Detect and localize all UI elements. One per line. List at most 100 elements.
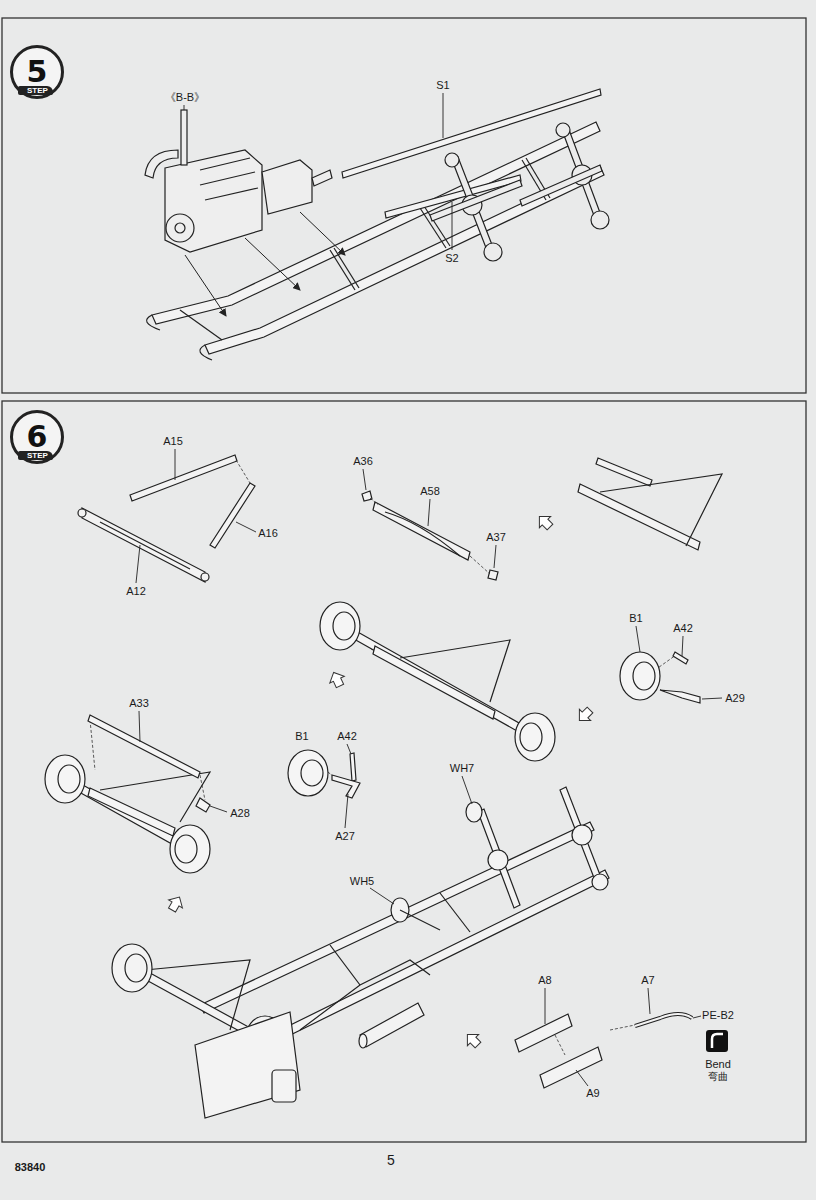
- bend-icon: [712, 1034, 723, 1048]
- part-label: A37: [485, 531, 507, 543]
- leader-line: [452, 202, 453, 250]
- leaf-spring: [100, 522, 190, 569]
- engine: [181, 110, 187, 165]
- chassis-assembled: [112, 787, 609, 1118]
- frame-chassis: [330, 250, 355, 290]
- leader-line: [462, 776, 472, 804]
- assembly-arrow: [300, 212, 345, 255]
- axle-assembly: [45, 755, 85, 803]
- engine: [200, 172, 255, 185]
- leader-line: [545, 988, 546, 1024]
- axle-assembly: [58, 765, 80, 793]
- leaf-spring: [596, 458, 652, 486]
- chassis-assembled: [359, 1034, 367, 1048]
- bend-icon: [706, 1030, 728, 1052]
- part-label: PE-B2: [701, 1009, 735, 1021]
- part-label: A7: [640, 974, 655, 986]
- muffler-parts: [515, 1014, 572, 1052]
- engine: [145, 150, 178, 178]
- open-arrow: [165, 893, 186, 914]
- part-label: S1: [435, 79, 450, 91]
- chassis-assembled: [440, 893, 470, 932]
- leaf-spring: [373, 502, 470, 560]
- dashed-guide: [555, 1035, 565, 1055]
- part-label: WH5: [349, 875, 375, 887]
- step-tag: STEP: [18, 451, 53, 460]
- leaf-spring: [488, 570, 498, 580]
- leader-line: [428, 499, 430, 526]
- chassis-assembled: [488, 850, 508, 870]
- chassis-assembled: [145, 960, 250, 1030]
- leaf-spring: [385, 512, 460, 556]
- leader-line: [693, 1016, 701, 1018]
- step-number: 5: [27, 57, 48, 87]
- leader-line: [175, 449, 176, 480]
- chassis-assembled: [272, 1070, 296, 1102]
- leader-line: [702, 698, 722, 699]
- axle-assembly: [288, 750, 328, 796]
- step-tag: STEP: [18, 86, 53, 95]
- axle-assembly: [175, 835, 197, 863]
- leader-line: [494, 545, 496, 568]
- open-arrow: [326, 669, 347, 689]
- leaf-spring: [210, 483, 255, 548]
- chassis-assembled: [572, 825, 592, 845]
- leader-line: [139, 711, 140, 742]
- leader-line: [636, 626, 640, 652]
- axle-assembly: [520, 723, 542, 751]
- frame-chassis: [152, 122, 600, 324]
- dashed-guide: [470, 556, 490, 574]
- chassis-assembled: [592, 874, 608, 890]
- chassis-assembled: [478, 809, 520, 908]
- open-arrow: [462, 1029, 484, 1051]
- step-number: 6: [27, 422, 48, 452]
- part-label: S2: [444, 252, 459, 264]
- step-badge: 6STEP: [10, 410, 70, 466]
- axle-assembly: [88, 715, 200, 778]
- part-label: A58: [419, 485, 441, 497]
- chassis-assembled: [200, 822, 594, 1013]
- rear-axle: [556, 123, 570, 137]
- leader-line: [136, 545, 140, 583]
- assembly-arrow: [185, 212, 345, 316]
- muffler-parts: [635, 1014, 692, 1026]
- leader-line: [370, 888, 394, 904]
- engine: [166, 214, 194, 242]
- axle-assembly: [320, 602, 360, 650]
- muffler-parts: [635, 1014, 692, 1026]
- leader-line: [648, 988, 650, 1014]
- open-arrow: [165, 511, 596, 1051]
- engine: [205, 188, 258, 200]
- part-label: A9: [585, 1087, 600, 1099]
- part-label: A36: [352, 455, 374, 467]
- axle-assembly: [400, 640, 510, 702]
- axle-assembly: [332, 775, 360, 798]
- step-badge: 5STEP: [10, 45, 70, 101]
- part-label: 弯曲: [707, 1071, 729, 1083]
- rear-axle: [520, 165, 602, 206]
- page-number: 5: [386, 1152, 396, 1168]
- chassis-assembled: [125, 954, 147, 982]
- part-label: A42: [672, 622, 694, 634]
- torque-rod: [342, 89, 601, 178]
- frame-chassis: [334, 248, 359, 288]
- dashed-guide: [370, 498, 378, 505]
- axle-assembly: [515, 713, 555, 761]
- axle-assembly: [633, 662, 655, 690]
- leaf-spring: [82, 508, 205, 582]
- part-label: A42: [336, 730, 358, 742]
- part-label: A12: [125, 585, 147, 597]
- part-label: A29: [724, 692, 746, 704]
- bend-icon: [706, 1030, 728, 1052]
- chassis-assembled: [330, 945, 360, 985]
- frame-chassis: [147, 315, 212, 360]
- open-arrow: [574, 704, 596, 726]
- leader-line: [210, 806, 227, 812]
- leader-line: [682, 636, 683, 656]
- frame-chassis: [147, 122, 604, 360]
- part-label: Bend: [704, 1058, 732, 1070]
- panel-border: [2, 18, 806, 393]
- muffler-parts: [515, 1014, 692, 1088]
